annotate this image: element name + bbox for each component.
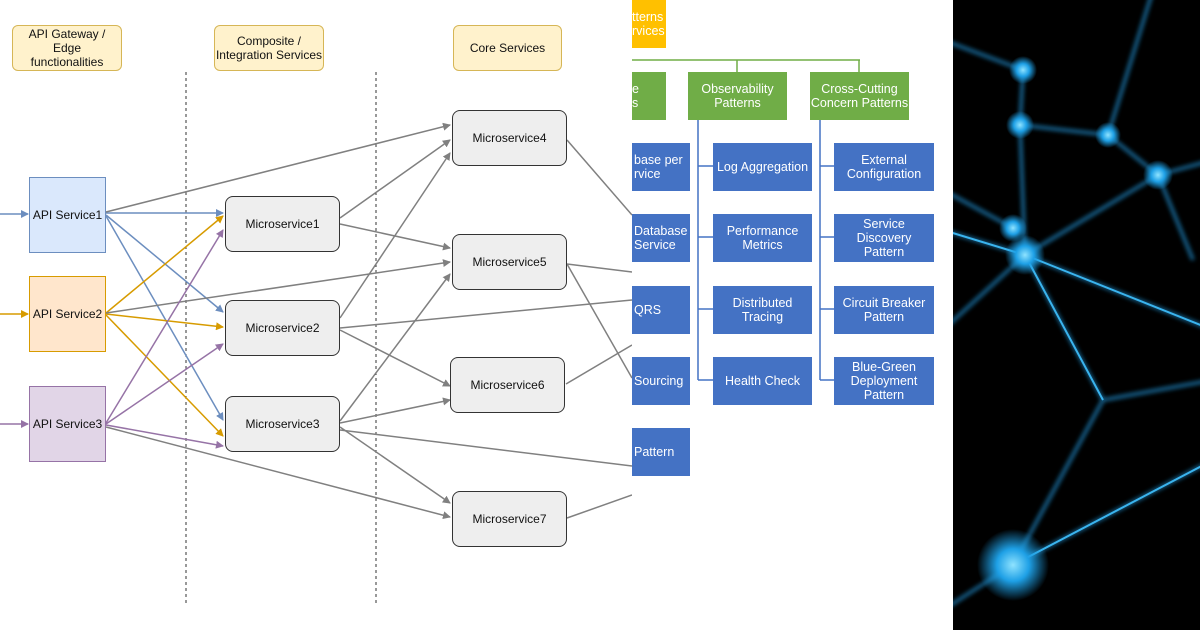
pattern-blue-green-deployment: Blue-Green Deployment Pattern bbox=[834, 357, 934, 405]
connector-layer bbox=[0, 72, 632, 605]
pattern-event-sourcing: Sourcing bbox=[632, 357, 690, 405]
network-node-1 bbox=[1009, 56, 1037, 84]
arrow-ms2-out bbox=[339, 299, 632, 329]
pattern-performance-metrics: Performance Metrics bbox=[713, 214, 812, 262]
arrow-api2-ms3 bbox=[105, 314, 224, 437]
arrow-api2-ms1 bbox=[105, 215, 224, 314]
arrow-ms5-out-2 bbox=[566, 263, 632, 379]
root-patterns-box: tterns rvices bbox=[632, 0, 666, 48]
arrow-api2-ms2 bbox=[105, 313, 224, 331]
arrow-api3-ms3 bbox=[105, 424, 224, 449]
api-service-2: API Service2 bbox=[29, 276, 106, 352]
arrow-api3-ms7 bbox=[105, 426, 451, 520]
core-microservice-4: Microservice4 bbox=[452, 110, 567, 166]
pattern-external-configuration: External Configuration bbox=[834, 143, 934, 191]
arrow-ms1-ms4 bbox=[339, 139, 451, 219]
arrow-api2-ms5 bbox=[105, 259, 451, 314]
arrow-ms3-ms5 bbox=[339, 273, 451, 422]
arrow-ms3-out bbox=[339, 429, 632, 467]
header-composite: Composite / Integration Services bbox=[214, 25, 324, 71]
network-node-7 bbox=[977, 529, 1049, 601]
arrow-ms3-ms6 bbox=[339, 397, 451, 424]
pattern-saga: Pattern bbox=[632, 428, 690, 476]
arrow-api1-ms2 bbox=[105, 214, 224, 313]
pattern-circuit-breaker: Circuit Breaker Pattern bbox=[834, 286, 934, 334]
patterns-tree: tterns rvices e s Observability Patterns… bbox=[632, 0, 953, 630]
header-core: Core Services bbox=[453, 25, 562, 71]
architecture-diagram: API Gateway / Edge functionalities Compo… bbox=[0, 25, 632, 605]
composite-microservice-2: Microservice2 bbox=[225, 300, 340, 356]
core-microservice-5: Microservice5 bbox=[452, 234, 567, 290]
pattern-cqrs: QRS bbox=[632, 286, 690, 334]
network-node-4 bbox=[1143, 160, 1173, 190]
arrow-ms2-ms4 bbox=[339, 152, 451, 319]
pattern-log-aggregation: Log Aggregation bbox=[713, 143, 812, 191]
network-node-3 bbox=[1095, 122, 1121, 148]
tree-connector-layer bbox=[632, 59, 860, 381]
pattern-health-check: Health Check bbox=[713, 357, 812, 405]
network-node-2 bbox=[1006, 111, 1034, 139]
category-cross-cutting: Cross-Cutting Concern Patterns bbox=[810, 72, 909, 120]
core-microservice-7: Microservice7 bbox=[452, 491, 567, 547]
pattern-database-per-service: base per rvice bbox=[632, 143, 690, 191]
composite-microservice-3: Microservice3 bbox=[225, 396, 340, 452]
composite-microservice-1: Microservice1 bbox=[225, 196, 340, 252]
api-service-3: API Service3 bbox=[29, 386, 106, 462]
arrow-ms7-out bbox=[566, 494, 632, 519]
header-gateway: API Gateway / Edge functionalities bbox=[12, 25, 122, 71]
pattern-shared-database: Database Service bbox=[632, 214, 690, 262]
arrow-api1-ms3 bbox=[105, 215, 224, 421]
network-graphic bbox=[953, 0, 1200, 606]
arrow-ms5-out-1 bbox=[566, 263, 632, 273]
core-microservice-6: Microservice6 bbox=[450, 357, 565, 413]
arrow-ms2-ms6 bbox=[339, 329, 451, 387]
category-observability: Observability Patterns bbox=[688, 72, 787, 120]
arrow-ms3-ms7 bbox=[339, 426, 451, 504]
arrow-api1-ms4 bbox=[105, 122, 451, 213]
arrow-api3-ms2 bbox=[105, 343, 224, 425]
arrow-ms4-out bbox=[566, 139, 632, 216]
network-node-6 bbox=[1005, 235, 1045, 275]
api-service-1: API Service1 bbox=[29, 177, 106, 253]
network-nodes-image bbox=[953, 0, 1200, 630]
pattern-service-discovery: Service Discovery Pattern bbox=[834, 214, 934, 262]
network-node-5 bbox=[999, 214, 1027, 242]
category-partial: e s bbox=[632, 72, 666, 120]
arrow-api3-ms1 bbox=[105, 229, 224, 424]
pattern-distributed-tracing: Distributed Tracing bbox=[713, 286, 812, 334]
arrow-ms6-out bbox=[565, 344, 632, 385]
